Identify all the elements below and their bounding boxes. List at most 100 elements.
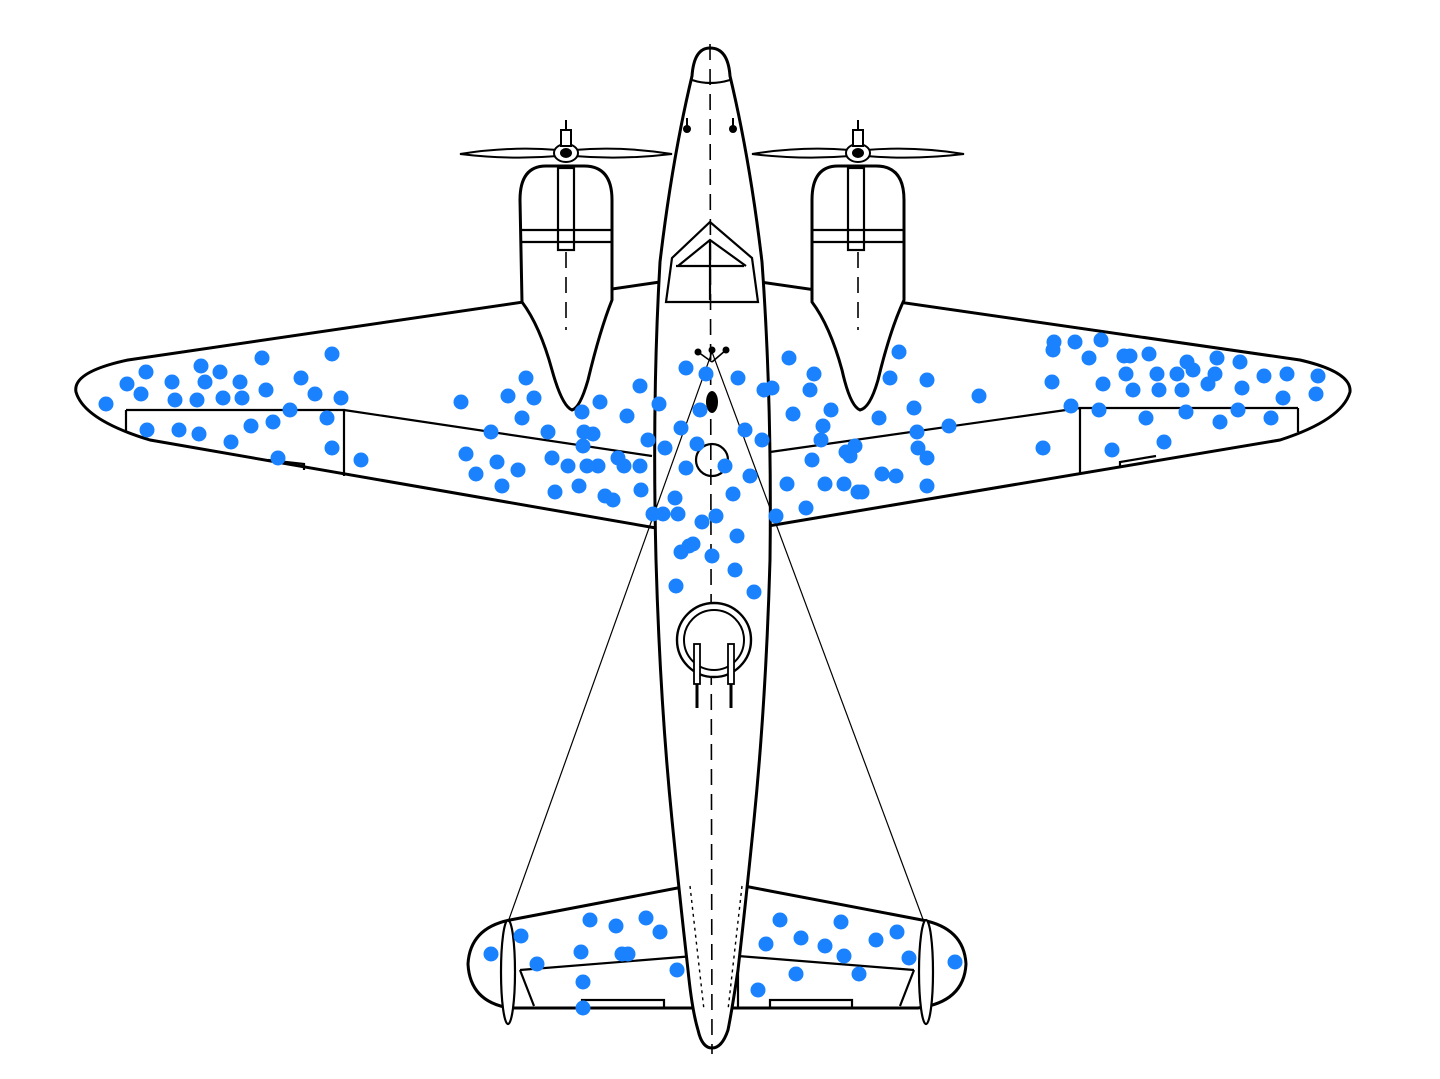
hit-marker	[1141, 346, 1157, 362]
hit-marker	[692, 402, 708, 418]
hit-marker	[324, 346, 340, 362]
right-tail-fin	[917, 918, 935, 1026]
hit-marker	[802, 382, 818, 398]
hit-marker	[324, 440, 340, 456]
hit-marker	[813, 432, 829, 448]
hit-marker	[193, 358, 209, 374]
hit-marker	[270, 450, 286, 466]
hit-marker	[667, 490, 683, 506]
hit-marker	[823, 402, 839, 418]
hit-marker	[694, 514, 710, 530]
hit-marker	[1310, 368, 1326, 384]
hit-marker	[582, 912, 598, 928]
hit-marker	[592, 394, 608, 410]
hit-marker	[941, 418, 957, 434]
hit-marker	[1232, 354, 1248, 370]
hit-marker	[947, 954, 963, 970]
hit-marker	[758, 936, 774, 952]
hit-marker	[1035, 440, 1051, 456]
hit-marker	[483, 424, 499, 440]
hit-marker	[139, 422, 155, 438]
hit-marker	[513, 928, 529, 944]
hit-marker	[909, 424, 925, 440]
hit-marker	[307, 386, 323, 402]
hit-marker	[133, 386, 149, 402]
hit-marker	[851, 966, 867, 982]
hit-marker	[1230, 402, 1246, 418]
cockpit-canopy	[664, 220, 760, 304]
hit-marker	[673, 420, 689, 436]
left-engine-cowl	[520, 228, 612, 244]
hit-marker	[1081, 350, 1097, 366]
hit-marker	[560, 458, 576, 474]
hit-marker	[489, 454, 505, 470]
hit-marker	[453, 394, 469, 410]
hit-marker	[1275, 390, 1291, 406]
right-wing	[758, 280, 1352, 528]
hit-marker	[817, 476, 833, 492]
hit-marker	[282, 402, 298, 418]
hit-marker	[746, 584, 762, 600]
hit-marker	[750, 982, 766, 998]
hit-marker	[1125, 382, 1141, 398]
bullet-hit-markers	[98, 332, 1326, 1016]
hit-marker	[579, 458, 595, 474]
hit-marker	[882, 370, 898, 386]
left-tail-fin	[499, 918, 517, 1026]
hit-marker	[1263, 410, 1279, 426]
hit-marker	[670, 506, 686, 522]
hit-marker	[1169, 366, 1185, 382]
hit-marker	[191, 426, 207, 442]
hit-marker	[685, 536, 701, 552]
hit-marker	[1118, 366, 1134, 382]
hit-marker	[632, 378, 648, 394]
hit-marker	[1046, 334, 1062, 350]
right-trim-tab	[1118, 454, 1157, 468]
hit-marker	[510, 462, 526, 478]
right-engine-mount	[846, 166, 866, 252]
hit-marker	[574, 404, 590, 420]
hit-marker	[1093, 332, 1109, 348]
right-engine-cowl	[812, 228, 904, 244]
hit-marker	[919, 478, 935, 494]
hit-marker	[889, 924, 905, 940]
right-elevator-tab	[768, 998, 854, 1010]
hit-marker	[638, 910, 654, 926]
hit-marker	[689, 436, 705, 452]
hit-marker	[781, 350, 797, 366]
hit-marker	[494, 478, 510, 494]
hit-marker	[526, 390, 542, 406]
hit-marker	[540, 424, 556, 440]
hit-marker	[1067, 334, 1083, 350]
hit-marker	[1212, 414, 1228, 430]
hit-marker	[608, 918, 624, 934]
hit-marker	[575, 1000, 591, 1016]
hit-marker	[793, 930, 809, 946]
antenna-mast	[706, 391, 718, 413]
hit-marker	[919, 372, 935, 388]
hit-marker	[836, 476, 852, 492]
hit-marker	[1234, 380, 1250, 396]
hit-marker	[729, 528, 745, 544]
hit-marker	[657, 440, 673, 456]
hit-marker	[544, 450, 560, 466]
hit-marker	[764, 380, 780, 396]
hit-marker	[575, 974, 591, 990]
hit-marker	[234, 390, 250, 406]
hit-marker	[669, 962, 685, 978]
hit-marker	[265, 414, 281, 430]
hit-marker	[232, 374, 248, 390]
hit-marker	[871, 410, 887, 426]
hit-marker	[605, 492, 621, 508]
hit-marker	[571, 478, 587, 494]
hit-marker	[971, 388, 987, 404]
hit-marker	[1209, 350, 1225, 366]
hit-marker	[243, 418, 259, 434]
hit-marker	[98, 396, 114, 412]
hit-marker	[1279, 366, 1295, 382]
hit-marker	[319, 410, 335, 426]
antenna-wires	[507, 346, 925, 923]
hit-marker	[514, 410, 530, 426]
hit-marker	[1091, 402, 1107, 418]
